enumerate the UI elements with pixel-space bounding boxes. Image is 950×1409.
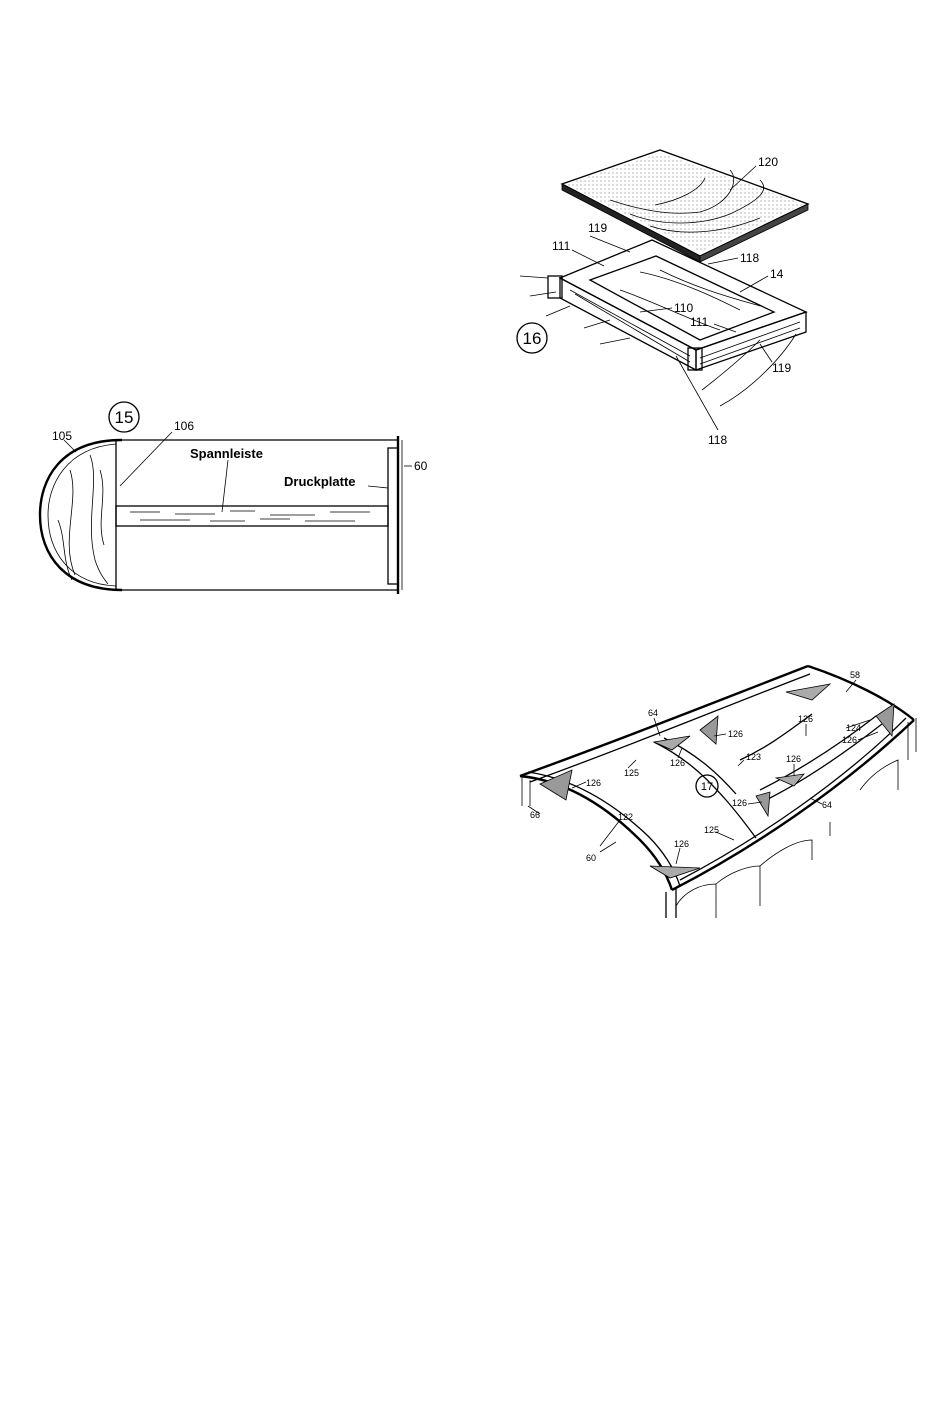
spannleiste-grain (130, 511, 370, 521)
leader-126d (678, 748, 682, 758)
label-111b: 111 (690, 315, 709, 329)
label-119b: 119 (772, 361, 791, 375)
label-14: 14 (770, 267, 784, 281)
figure-15: 15 105 106 Spannleiste Druckplatte 60 (40, 402, 428, 594)
label-60: 60 (414, 459, 428, 473)
label-118b: 118 (708, 433, 727, 447)
wall-left (522, 776, 530, 806)
label-126d: 126 (670, 758, 685, 768)
druckplatte-plate (388, 448, 398, 584)
wood-grain-line (69, 470, 75, 575)
label-58: 58 (850, 670, 860, 680)
label-60-fig17: 60 (586, 853, 596, 863)
label-126g: 126 (732, 798, 747, 808)
leader-126c (858, 732, 878, 740)
back-long-edge (520, 666, 808, 776)
curved-edge-cap (40, 440, 122, 590)
leader-119b (760, 344, 772, 362)
gusset-126 (650, 866, 700, 878)
leader-118b (676, 356, 718, 430)
wall-arch (716, 866, 760, 906)
label-110: 110 (674, 301, 693, 315)
figure-16-number: 16 (523, 329, 542, 348)
gusset-126 (776, 774, 804, 786)
label-64b: 64 (822, 800, 832, 810)
label-spannleiste: Spannleiste (190, 446, 263, 461)
label-126c: 126 (842, 735, 857, 745)
spannleiste-strip (116, 506, 388, 526)
label-126h: 126 (674, 839, 689, 849)
gusset-126 (786, 684, 830, 700)
leader-122 (600, 820, 620, 846)
wall-front-left (666, 888, 676, 918)
label-105: 105 (52, 429, 72, 443)
figure-17: 17 58 64 126 126 124 126 126 123 126 125… (520, 666, 916, 918)
leader-druckplatte (368, 486, 388, 488)
label-126f: 126 (586, 778, 601, 788)
label-119a: 119 (588, 221, 607, 235)
leader-111a (572, 250, 604, 266)
label-111a: 111 (552, 239, 571, 253)
label-126b: 126 (728, 729, 743, 739)
wood-grain-line (100, 470, 104, 545)
label-126e: 126 (786, 754, 801, 764)
wood-grain-line (90, 455, 108, 584)
label-125b: 125 (704, 825, 719, 835)
frame-front-face (560, 278, 696, 370)
leader-14 (740, 276, 768, 292)
back-right-edge (808, 666, 914, 720)
leader-123 (738, 760, 744, 766)
gusset-126 (700, 716, 718, 744)
label-66: 66 (530, 810, 540, 820)
leader-118a (708, 258, 738, 264)
label-125a: 125 (624, 768, 639, 778)
leader-spannleiste (222, 460, 228, 512)
wall-arch (676, 884, 716, 918)
label-106: 106 (174, 419, 194, 433)
label-120: 120 (758, 155, 778, 169)
wall-arch (760, 840, 812, 866)
figure-17-number: 17 (701, 781, 713, 793)
gusset-126 (876, 704, 894, 736)
figure-15-number: 15 (115, 408, 134, 427)
figure-16: 16 120 119 111 118 14 110 111 119 118 (517, 150, 808, 447)
label-118a: 118 (740, 251, 759, 265)
frame-inner-opening (590, 256, 774, 340)
label-123: 123 (746, 752, 761, 762)
label-126a: 126 (798, 714, 813, 724)
label-druckplatte: Druckplatte (284, 474, 356, 489)
label-124: 124 (846, 723, 861, 733)
leader-119a (590, 236, 630, 252)
wall-arch-right (830, 760, 898, 836)
gusset-126 (654, 736, 690, 750)
gusset-126 (756, 792, 770, 816)
leader-125a (628, 760, 636, 768)
gusset-126 (540, 770, 572, 800)
front-left-curved-edge (520, 776, 672, 890)
leader-126h (676, 848, 680, 864)
label-122: 122 (618, 812, 633, 822)
label-64a: 64 (648, 708, 658, 718)
